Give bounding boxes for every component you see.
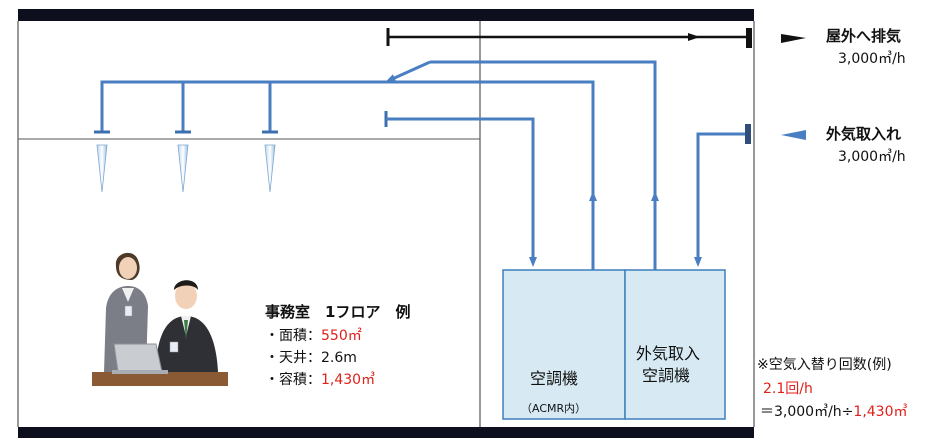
intake-arrow-icon (781, 130, 806, 140)
air-change-formula-value: 1,430㎥ (853, 404, 908, 420)
oa-unit-line2: 空調機 (642, 366, 691, 385)
supply-header-arrow (385, 60, 431, 83)
air-change-rate: 2.1回/h (763, 381, 813, 397)
air-change-title: ※空気入替り回数(例) (757, 357, 892, 373)
office-volume-value: 1,430㎥ (321, 372, 376, 388)
roof-slab (18, 9, 754, 21)
exhaust-louver (746, 28, 752, 48)
acmr-unit (502, 269, 626, 420)
intake-duct (694, 132, 746, 267)
ceiling-diffuser-icon (264, 144, 276, 193)
acmr-supply-duct (392, 80, 595, 270)
intake-flow: 3,000㎥/h (838, 149, 906, 165)
office-volume-label: ・容積： (265, 372, 321, 388)
exhaust-flow: 3,000㎥/h (838, 51, 906, 67)
air-change-formula-prefix: ＝3,000㎥/h÷ (760, 404, 854, 420)
acmr-unit-note: （ACMR内） (521, 402, 587, 415)
ceiling-diffuser-icon (96, 144, 108, 193)
return-duct (386, 117, 537, 267)
exhaust-arrow-icon (781, 34, 806, 43)
exhaust-label: 屋外へ排気 (826, 27, 902, 45)
office-area-label: ・面積： (265, 328, 321, 344)
intake-louver (745, 124, 751, 144)
office-ceiling: ・天井：2.6m (265, 350, 357, 367)
air-change-formula: ＝3,000㎥/h÷1,430㎥ (760, 404, 908, 421)
office-title: 事務室 1フロア 例 (265, 303, 411, 321)
office-area: ・面積：550㎡ (265, 328, 362, 345)
office-ceiling-value: 2.6m (321, 350, 357, 366)
intake-label: 外気取入れ (826, 125, 902, 143)
floor-slab (18, 427, 754, 438)
office-workers-illustration (92, 252, 228, 386)
oa-unit-line1: 外気取入 (636, 344, 701, 363)
supply-header-duct (100, 80, 392, 132)
oa-unit (624, 269, 726, 420)
ceiling-diffuser-icon (177, 144, 189, 193)
office-ceiling-label: ・天井： (265, 350, 321, 366)
acmr-unit-name: 空調機 (530, 369, 579, 388)
office-area-value: 550㎡ (321, 328, 362, 344)
office-volume: ・容積：1,430㎥ (265, 372, 375, 389)
oa-supply-duct (430, 60, 657, 270)
